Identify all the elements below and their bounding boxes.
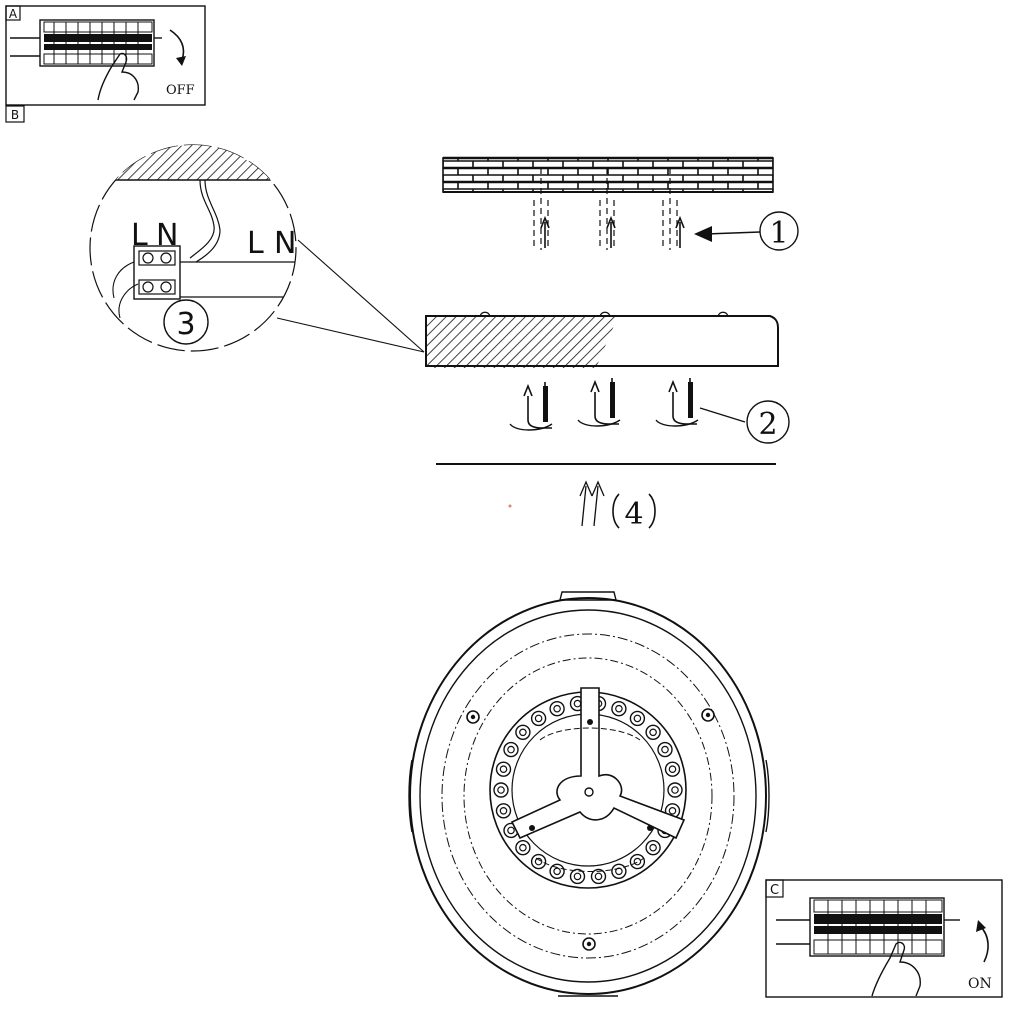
outer-label-n: N <box>274 226 296 261</box>
wall-plugs: 1 <box>533 168 799 251</box>
led-icon <box>611 701 627 717</box>
led-icon <box>530 710 547 727</box>
detail-callout-line-upper <box>297 239 425 353</box>
lamp-fixing-points <box>466 708 715 951</box>
led-icon <box>590 868 607 885</box>
fixing-hole-icon <box>582 937 596 951</box>
terminal-block <box>133 245 181 300</box>
y-bracket <box>510 687 686 840</box>
callout-line-2 <box>699 407 746 423</box>
breaker-block-a <box>10 19 162 67</box>
supply-cable <box>189 179 215 259</box>
terminal-screw-icon <box>160 252 172 264</box>
outer-label-l: L <box>247 226 264 261</box>
led-icon <box>629 710 646 727</box>
pointer-arrow-icon <box>694 226 712 242</box>
hand-icon <box>871 941 921 997</box>
off-label: OFF <box>166 83 195 98</box>
panel-a-letter: A <box>9 7 18 21</box>
led-icon <box>515 840 531 856</box>
led-icon <box>664 761 681 777</box>
panel-b-letter-box <box>5 105 25 123</box>
step-2-label: 2 <box>758 407 777 442</box>
step-1-label: 1 <box>769 216 788 251</box>
insert-arrow-icon <box>675 215 685 248</box>
led-icon <box>515 724 531 740</box>
hand-icon <box>97 52 139 101</box>
rotate-down-arrow-icon <box>169 29 185 61</box>
step-4-label: 4 <box>624 497 643 532</box>
led-icon <box>495 761 512 777</box>
panel-c-frame <box>765 879 1003 998</box>
breaker-block-c <box>776 897 960 957</box>
mounting-plate-side <box>425 311 779 368</box>
led-icon <box>645 724 661 740</box>
rotate-up-arrow-icon <box>979 925 989 963</box>
led-icon <box>549 863 565 879</box>
led-icon <box>667 782 683 798</box>
led-icon <box>503 741 519 758</box>
led-icon <box>569 868 586 885</box>
hatched-section <box>426 316 618 368</box>
led-icon <box>629 853 646 870</box>
led-icon <box>657 741 673 758</box>
terminal-screw-icon <box>142 281 154 293</box>
panel-c-letter-box <box>765 879 784 898</box>
step-3-label: 3 <box>176 307 195 342</box>
led-icon <box>493 782 509 798</box>
ceiling-section <box>90 145 296 180</box>
panel-c-breaker-on: C ON <box>765 879 1003 998</box>
lamp-outer-rim <box>409 597 767 995</box>
detail-callout-line-lower <box>276 317 425 353</box>
panel-b-letter: B <box>11 108 19 122</box>
panel-c-letter: C <box>770 883 779 898</box>
arrowhead-icon <box>976 920 986 932</box>
terminal-screw-icon <box>160 281 172 293</box>
terminal-screw-icon <box>142 252 154 264</box>
push-up-arrow: 4 <box>508 480 656 532</box>
on-label: ON <box>968 976 992 992</box>
led-icon <box>530 853 547 870</box>
arrowhead-icon <box>176 56 186 66</box>
panel-a-breaker-off: A OFF <box>5 5 206 106</box>
insert-arrow-icon <box>606 215 616 248</box>
insert-arrow-icon <box>540 215 550 248</box>
led-icon <box>549 701 565 717</box>
ceiling-lamp-front <box>408 591 770 997</box>
plate-outline <box>425 315 779 367</box>
fixing-hole-icon <box>466 710 480 724</box>
ceiling-wall <box>442 156 774 193</box>
step-1-circle <box>759 211 799 251</box>
step-4-parentheses <box>612 493 656 529</box>
inner-label-n: N <box>156 218 178 253</box>
step-2-circle <box>746 400 790 444</box>
fixing-hole-icon <box>701 708 715 722</box>
screws: 2 <box>509 378 790 444</box>
center-hole-icon <box>584 787 594 797</box>
brick-ceiling <box>442 157 774 193</box>
double-up-arrow-icon <box>579 480 593 527</box>
panel-a-frame <box>5 5 206 106</box>
led-icon <box>645 840 661 856</box>
inner-label-l: L <box>131 218 148 253</box>
panel-a-letter-box <box>5 5 21 21</box>
led-icon <box>611 863 627 879</box>
led-icon <box>495 803 512 819</box>
lamp-center-bracket <box>510 687 686 872</box>
panel-b-tab: B <box>5 105 25 123</box>
step-3-circle <box>163 299 209 345</box>
wiring-detail-bubble: L N L N 3 <box>89 144 425 353</box>
